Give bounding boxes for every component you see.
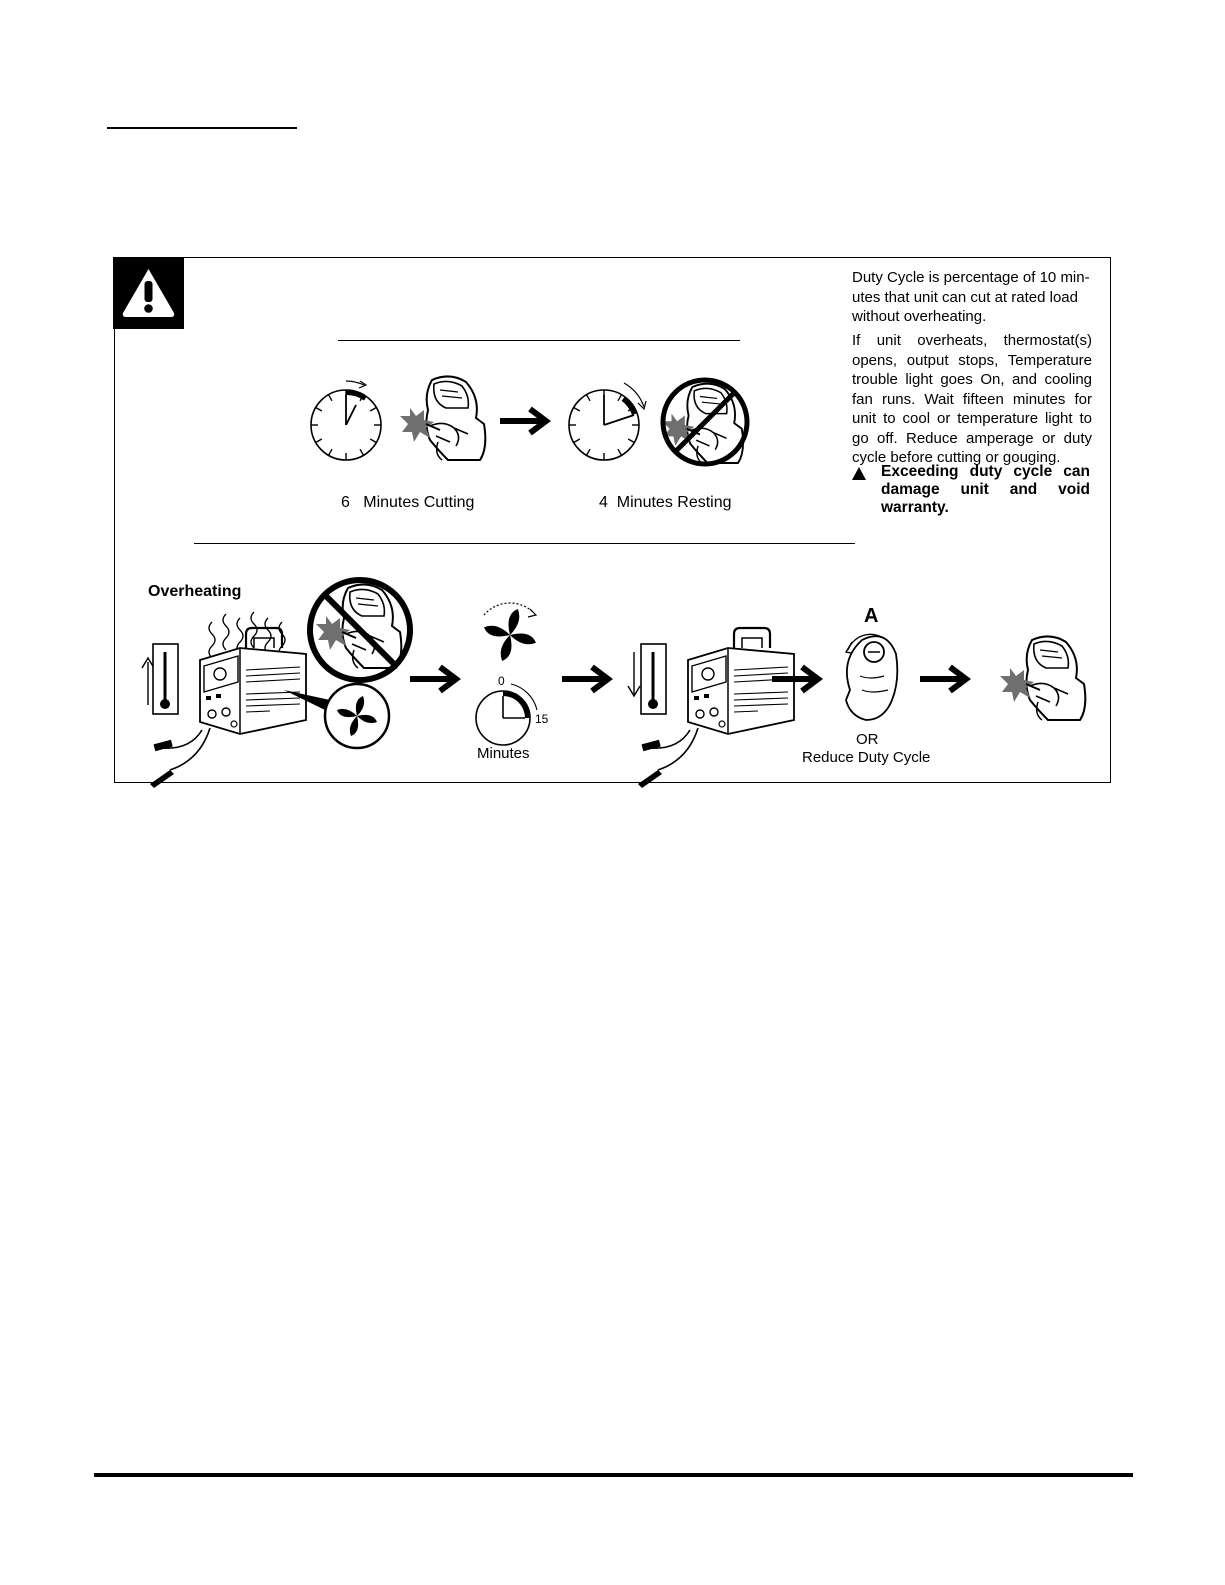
resting-label: Minutes Resting	[616, 494, 732, 511]
timer-start-label: 0	[498, 674, 505, 688]
warning-note: Exceeding duty cycle can damage unit and…	[852, 463, 1092, 517]
cooling-fan-callout-icon	[323, 682, 391, 750]
overheat-explanation: If unit overheats, thermostat(s) opens, …	[852, 332, 1092, 466]
callout-pointer	[284, 690, 330, 710]
warning-text: Exceeding duty cycle can damage unit and…	[881, 463, 1090, 516]
duty-cycle-definition: Duty Cycle is percentage of 10 min-utes …	[852, 269, 1090, 325]
prohibited-welder-large-icon	[307, 577, 413, 683]
footer-rule	[94, 1473, 1133, 1477]
warning-triangle-icon	[122, 269, 175, 317]
heading-underline	[107, 127, 297, 129]
arrow-right-icon	[500, 409, 546, 433]
resting-clock-icon	[568, 382, 647, 461]
amperage-knob-icon	[844, 633, 899, 721]
fan-icon	[483, 602, 538, 661]
arrow-right-icon	[562, 667, 608, 691]
welder-resumed-icon	[999, 635, 1087, 721]
cutting-label: Minutes Cutting	[363, 494, 475, 511]
duty-cycle-illustration	[141, 375, 1087, 790]
prohibited-welder-icon	[660, 377, 750, 467]
overheating-title: Overheating	[148, 583, 242, 600]
resting-number: 4	[599, 494, 608, 511]
fifteen-minute-timer-icon	[475, 683, 538, 746]
knob-letter: A	[864, 605, 879, 627]
arrow-right-icon	[920, 667, 966, 691]
cutting-number: 6	[341, 494, 350, 511]
thermometer-rising-icon	[141, 643, 179, 715]
warning-badge	[113, 257, 184, 329]
middle-divider	[194, 543, 855, 544]
thermometer-falling-icon	[627, 643, 667, 715]
timer-label: Minutes	[477, 745, 530, 762]
welder-cutting-icon	[399, 375, 487, 461]
resting-caption: 4 Minutes Resting	[599, 494, 732, 512]
or-label: OR	[856, 731, 879, 748]
reduce-duty-cycle-label: Reduce Duty Cycle	[802, 749, 931, 766]
top-divider	[338, 340, 740, 341]
cutting-caption: 6 Minutes Cutting	[341, 494, 474, 512]
warning-bullet-icon	[852, 467, 866, 480]
timer-end-label: 15	[535, 712, 549, 726]
arrow-right-icon	[410, 667, 456, 691]
duty-cycle-panel	[114, 257, 1111, 783]
cutting-clock-icon	[310, 380, 382, 461]
